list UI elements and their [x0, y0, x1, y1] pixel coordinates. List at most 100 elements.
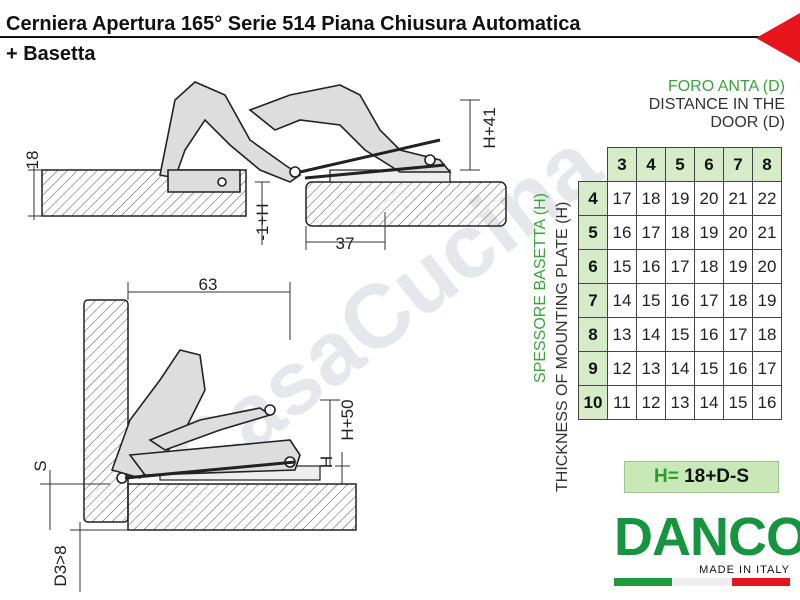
- dim-m1h: [255, 181, 270, 245]
- table-cell: 14: [665, 351, 695, 386]
- col-header: 6: [694, 147, 724, 182]
- table-cell: 20: [694, 181, 724, 216]
- table-cell: 17: [694, 283, 724, 318]
- table-row: 4 17 18 19 20 21 22: [578, 181, 782, 216]
- foro-line-1: FORO ANTA (D): [667, 78, 785, 95]
- mounting-plate-thickness-label-en: THICKNESS OF MOUNTING PLATE (H): [554, 201, 571, 492]
- danco-wordmark: DANCO: [614, 507, 800, 567]
- table-cell: 15: [607, 249, 637, 284]
- dim-37-label: 37: [336, 234, 355, 253]
- table-cell: 20: [752, 249, 782, 284]
- table-cell: 15: [665, 317, 695, 352]
- table-cell: 16: [607, 215, 637, 250]
- table-cell: 17: [752, 351, 782, 386]
- table-cell: 18: [665, 215, 695, 250]
- row-header: 4: [578, 181, 608, 216]
- table-cell: 18: [694, 249, 724, 284]
- table-cell: 12: [607, 351, 637, 386]
- dim-h41-label: H+41: [480, 107, 499, 148]
- table-cell: 17: [723, 317, 753, 352]
- table-row: 6 15 16 17 18 19 20: [578, 249, 782, 284]
- table-cell: 15: [723, 385, 753, 420]
- top-view: 18 H+41 -1+H 37: [23, 81, 507, 253]
- col-header: 5: [665, 147, 695, 182]
- row-header: 6: [578, 249, 608, 284]
- table-cell: 17: [636, 215, 666, 250]
- table-cell: 16: [752, 385, 782, 420]
- dim-m1h-label: -1+H: [253, 203, 272, 240]
- table-cell: 14: [694, 385, 724, 420]
- dim-h41: [460, 99, 480, 171]
- row-header: 10: [578, 385, 608, 420]
- flag-white: [672, 578, 732, 586]
- dim-h: [335, 452, 350, 484]
- dim-h50-label: H+50: [338, 399, 357, 440]
- dim-s: [40, 470, 110, 530]
- table-corner: [579, 148, 608, 182]
- col-header: 4: [636, 147, 666, 182]
- table-cell: 19: [723, 249, 753, 284]
- table-cell: 13: [636, 351, 666, 386]
- table-cell: 15: [636, 283, 666, 318]
- row-header: 7: [578, 283, 608, 318]
- formula-h: H=: [653, 466, 679, 487]
- formula-box: H= 18+D-S: [624, 461, 779, 493]
- table-cell: 20: [723, 215, 753, 250]
- table-cell: 22: [752, 181, 782, 216]
- table-cell: 18: [636, 181, 666, 216]
- col-header: 3: [607, 147, 637, 182]
- dim-s-label: S: [31, 460, 50, 471]
- table-cell: 14: [607, 283, 637, 318]
- dim-18: [28, 166, 42, 220]
- table-cell: 13: [665, 385, 695, 420]
- table-cell: 16: [665, 283, 695, 318]
- hinge-arm-top: [159, 81, 452, 193]
- flag-green: [614, 578, 672, 586]
- formula-expression: 18+D-S: [678, 466, 750, 487]
- table-row: 7 14 15 16 17 18 19: [578, 283, 782, 318]
- foro-line-3: DOOR (D): [710, 114, 785, 131]
- cabinet-side-bottom: [83, 299, 129, 523]
- red-arrow-icon: [756, 13, 800, 63]
- table-header-row: 3 4 5 6 7 8: [579, 147, 782, 182]
- table-row: 9 12 13 14 15 16 17: [578, 351, 782, 386]
- table-row: 10 11 12 13 14 15 16: [578, 385, 782, 420]
- bottom-view: 63 H+50 H S D3>8: [31, 275, 357, 592]
- title-underline: [0, 36, 760, 38]
- flag-red: [732, 578, 790, 586]
- table-cell: 19: [752, 283, 782, 318]
- table-cell: 16: [694, 317, 724, 352]
- dim-h-label: H: [317, 456, 336, 468]
- col-header: 7: [723, 147, 753, 182]
- table-row: 5 16 17 18 19 20 21: [578, 215, 782, 250]
- made-in-italy-label: MADE IN ITALY: [699, 564, 790, 576]
- table-cell: 21: [752, 215, 782, 250]
- foro-line-2: DISTANCE IN THE: [648, 96, 785, 113]
- table-cell: 18: [723, 283, 753, 318]
- danco-logo: DANCO MADE IN ITALY: [614, 507, 800, 576]
- col-header: 8: [752, 147, 782, 182]
- table-cell: 18: [752, 317, 782, 352]
- door-panel-top: [305, 181, 507, 227]
- table-cell: 16: [636, 249, 666, 284]
- table-cell: 17: [607, 181, 637, 216]
- table-cell: 15: [694, 351, 724, 386]
- table-cell: 19: [694, 215, 724, 250]
- dim-d3: [70, 522, 128, 592]
- thickness-table: 3 4 5 6 7 8 4 17 18 19 20 21 22 5 16 17 …: [578, 147, 782, 420]
- title-line-2: + Basetta: [6, 43, 96, 65]
- hinge-arm-bottom: [110, 349, 301, 484]
- table-cell: 11: [607, 385, 637, 420]
- dim-63-label: 63: [199, 275, 218, 294]
- table-cell: 12: [636, 385, 666, 420]
- title-line-1: Cerniera Apertura 165° Serie 514 Piana C…: [6, 13, 581, 35]
- dim-h50: [320, 399, 340, 466]
- dim-63: [127, 282, 291, 340]
- row-header: 8: [578, 317, 608, 352]
- table-cell: 21: [723, 181, 753, 216]
- table-cell: 19: [665, 181, 695, 216]
- row-header: 9: [578, 351, 608, 386]
- table-cell: 16: [723, 351, 753, 386]
- table-cell: 13: [607, 317, 637, 352]
